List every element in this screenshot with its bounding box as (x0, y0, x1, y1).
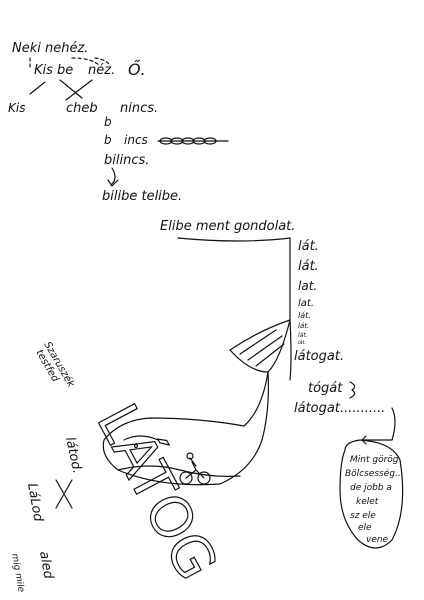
line-bilincs: bilincs. (104, 153, 149, 168)
bubble-l6: ele (358, 523, 372, 533)
bubble-l4: kelet (356, 497, 379, 507)
lat-7: lát. (298, 332, 308, 339)
lat-2: lát. (298, 259, 319, 274)
line-incs: incs (124, 133, 148, 147)
line-bilibe: bilibe telibe. (102, 189, 182, 204)
cross-arrow (59, 79, 83, 99)
brace (349, 381, 356, 399)
lat-4: lat. (298, 298, 314, 309)
mig-mile-text: mig mile (9, 553, 26, 594)
big-latog-text: LÁTOG (84, 394, 230, 591)
latod-text: látod. (62, 436, 84, 475)
line-neki: Neki nehéz. (12, 41, 88, 56)
lat-3: lat. (298, 279, 317, 293)
bubble-l7: vene (366, 535, 389, 545)
x-mark (55, 479, 73, 509)
lat-8: lát. (298, 339, 306, 346)
latod2-text: LáLod (24, 482, 46, 523)
line-nincs: nincs. (120, 101, 158, 116)
line-kis: Kis (8, 101, 25, 115)
cross-arrow (65, 79, 93, 101)
line-b2: b (104, 133, 112, 147)
lat-1: lát. (298, 239, 319, 254)
bubble-l1: Mint görög (350, 455, 399, 465)
latogat-2: látogat........... (294, 401, 385, 416)
cyclist-drawing (179, 452, 211, 485)
chain-drawing (157, 137, 229, 145)
line-nez: néz. (88, 63, 115, 78)
speech-bubble: Mint görög Bölcsesség... de jobb a kelet… (339, 439, 404, 549)
line-o: Ő. (128, 59, 146, 79)
dashed-arrow (71, 57, 101, 67)
arrow (29, 81, 46, 95)
line-kisbe: Kis be (34, 63, 73, 78)
bubble-l5: sz ele (350, 511, 376, 521)
line-cheb: cheb (66, 101, 98, 116)
lat-6: lát. (298, 322, 309, 330)
line-b1: b (104, 115, 112, 129)
dashed-arrow (94, 57, 111, 67)
aled-text: aled (36, 550, 56, 581)
bubble-l3: de jobb a (350, 483, 392, 493)
line-elibe: Elibe ment gondolat. (160, 219, 295, 234)
latogat-1: látogat. (294, 349, 344, 364)
whale-drawing (102, 319, 291, 486)
togat: tógát (308, 381, 343, 396)
down-arrow (107, 167, 119, 187)
bubble-l2: Bölcsesség... (345, 468, 404, 479)
thought-line (177, 237, 292, 381)
lat-5: lát. (298, 311, 311, 320)
